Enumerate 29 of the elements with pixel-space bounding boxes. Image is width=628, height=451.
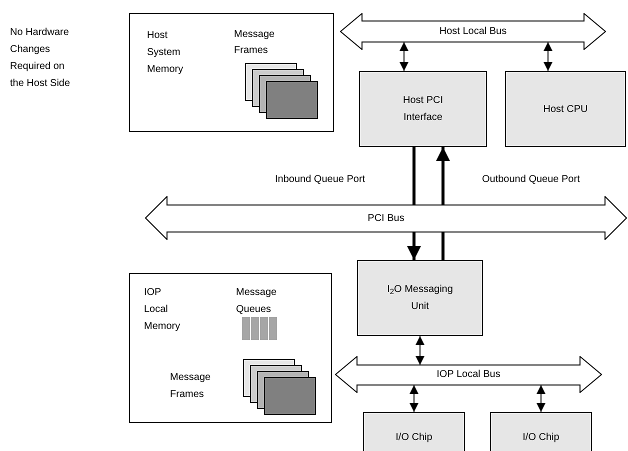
queue-arrow bbox=[407, 232, 421, 260]
bus-connector bbox=[544, 42, 552, 72]
block-label: I/O Chip bbox=[522, 431, 560, 445]
bus-connector bbox=[536, 384, 546, 412]
block-box bbox=[357, 260, 483, 336]
bus-label: IOP Local Bus bbox=[436, 370, 500, 380]
bus-connector bbox=[400, 42, 408, 72]
block-label: Host CPU bbox=[543, 102, 588, 116]
block-label: Host PCI Interface bbox=[402, 94, 444, 125]
memory-box bbox=[129, 273, 332, 423]
memory-label: Message Queues bbox=[236, 286, 278, 317]
memory-label: Host System Memory bbox=[147, 29, 184, 77]
block-box bbox=[505, 71, 626, 147]
chip-box bbox=[363, 412, 465, 451]
memory-label: IOP Local Memory bbox=[144, 286, 182, 334]
block-label: I$_{2}$O Messaging Unit bbox=[386, 283, 454, 314]
chip-box bbox=[490, 412, 592, 451]
memory-label: Message Frames bbox=[234, 28, 276, 58]
note-label: No Hardware Changes Required on the Host Side bbox=[10, 26, 72, 91]
bus-connector bbox=[410, 384, 418, 412]
note-label: Inbound Queue Port bbox=[275, 173, 366, 187]
note-label: Outbound Queue Port bbox=[482, 173, 580, 187]
bus-label: Host Local Bus bbox=[439, 26, 507, 36]
bus-connector bbox=[416, 336, 424, 366]
block-label: I/O Chip bbox=[396, 431, 432, 445]
block-box bbox=[359, 71, 487, 147]
memory-box bbox=[129, 13, 334, 132]
memory-label: Message Frames bbox=[170, 371, 212, 402]
queue-arrow bbox=[436, 147, 450, 205]
